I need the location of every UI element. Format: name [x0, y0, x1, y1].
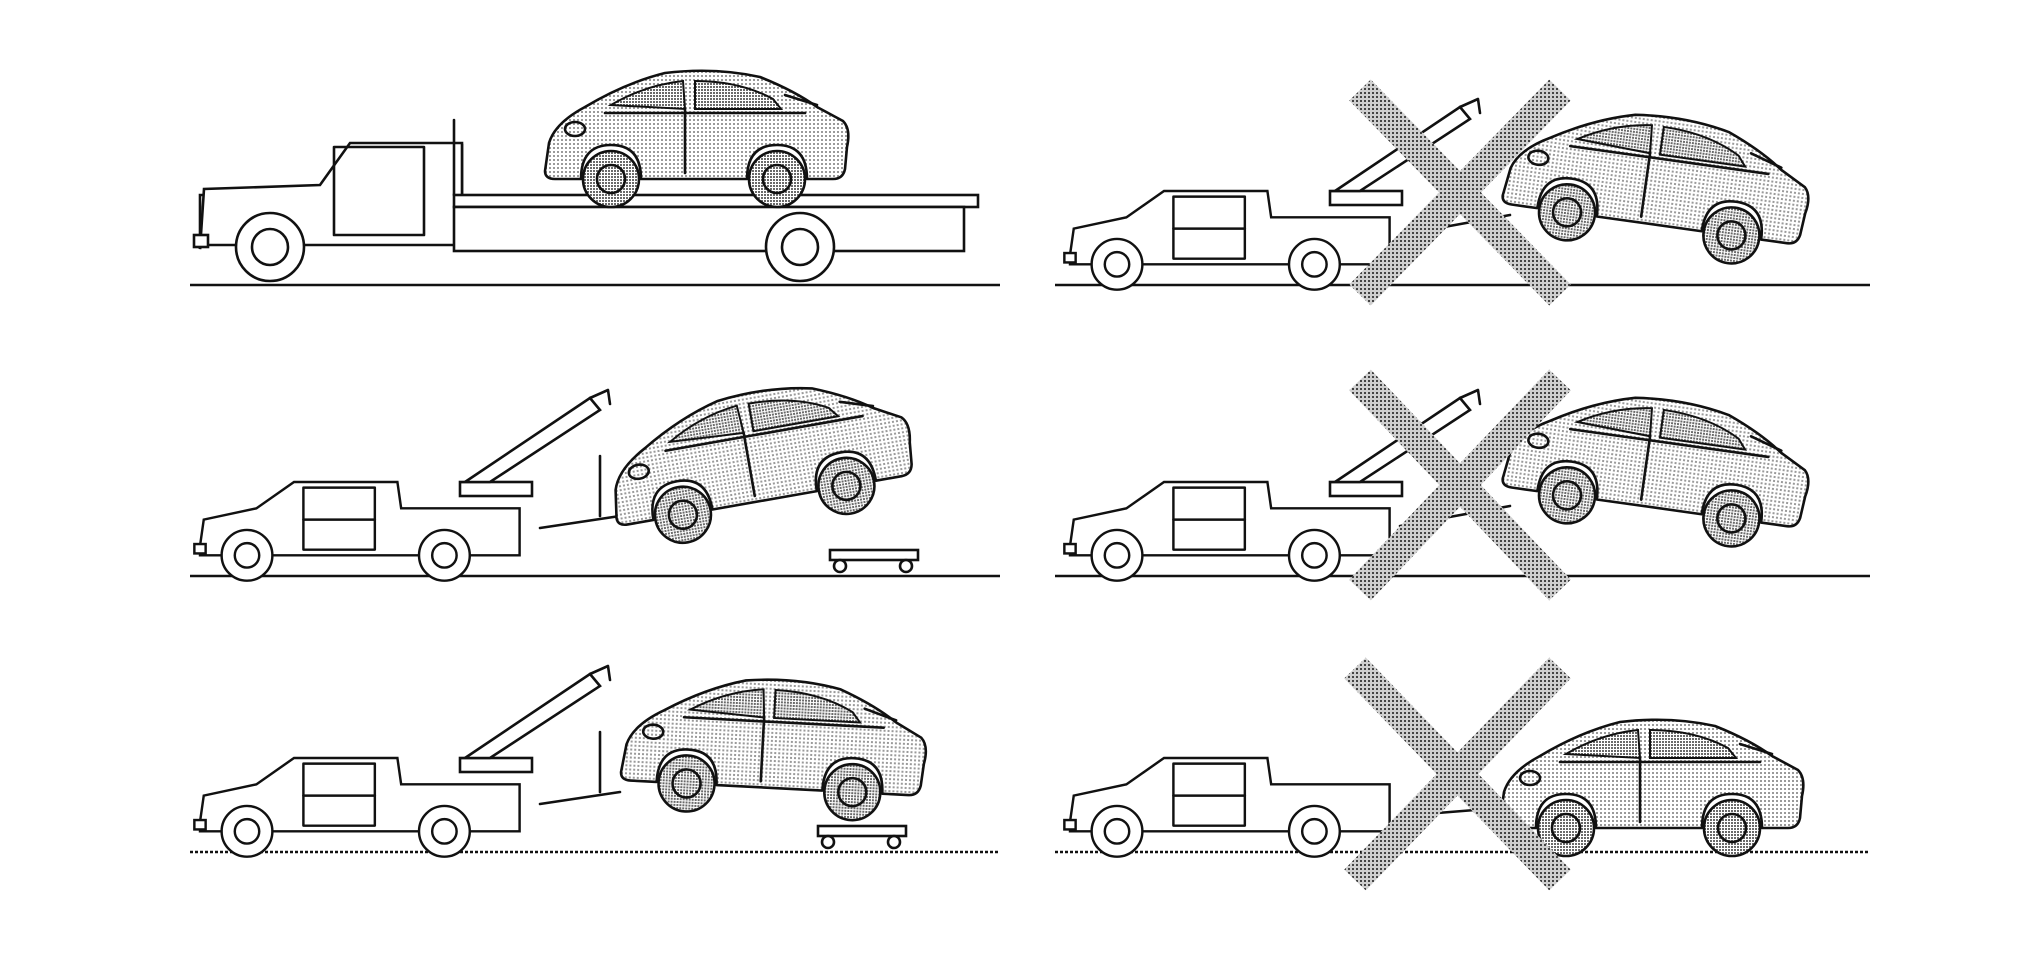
not-allowed-cross [1349, 369, 1571, 601]
panel-all-wheels [1055, 657, 1870, 891]
panel-wheel-lift-rear-dollies [190, 664, 1000, 858]
not-allowed-cross [1344, 657, 1571, 891]
panel-flatbed [190, 69, 1000, 287]
not-allowed-cross [1349, 79, 1571, 306]
panel-sling-rear [1055, 369, 1870, 601]
panel-wheel-lift-front-dollies [190, 365, 1000, 582]
panel-sling-front [1055, 79, 1870, 306]
